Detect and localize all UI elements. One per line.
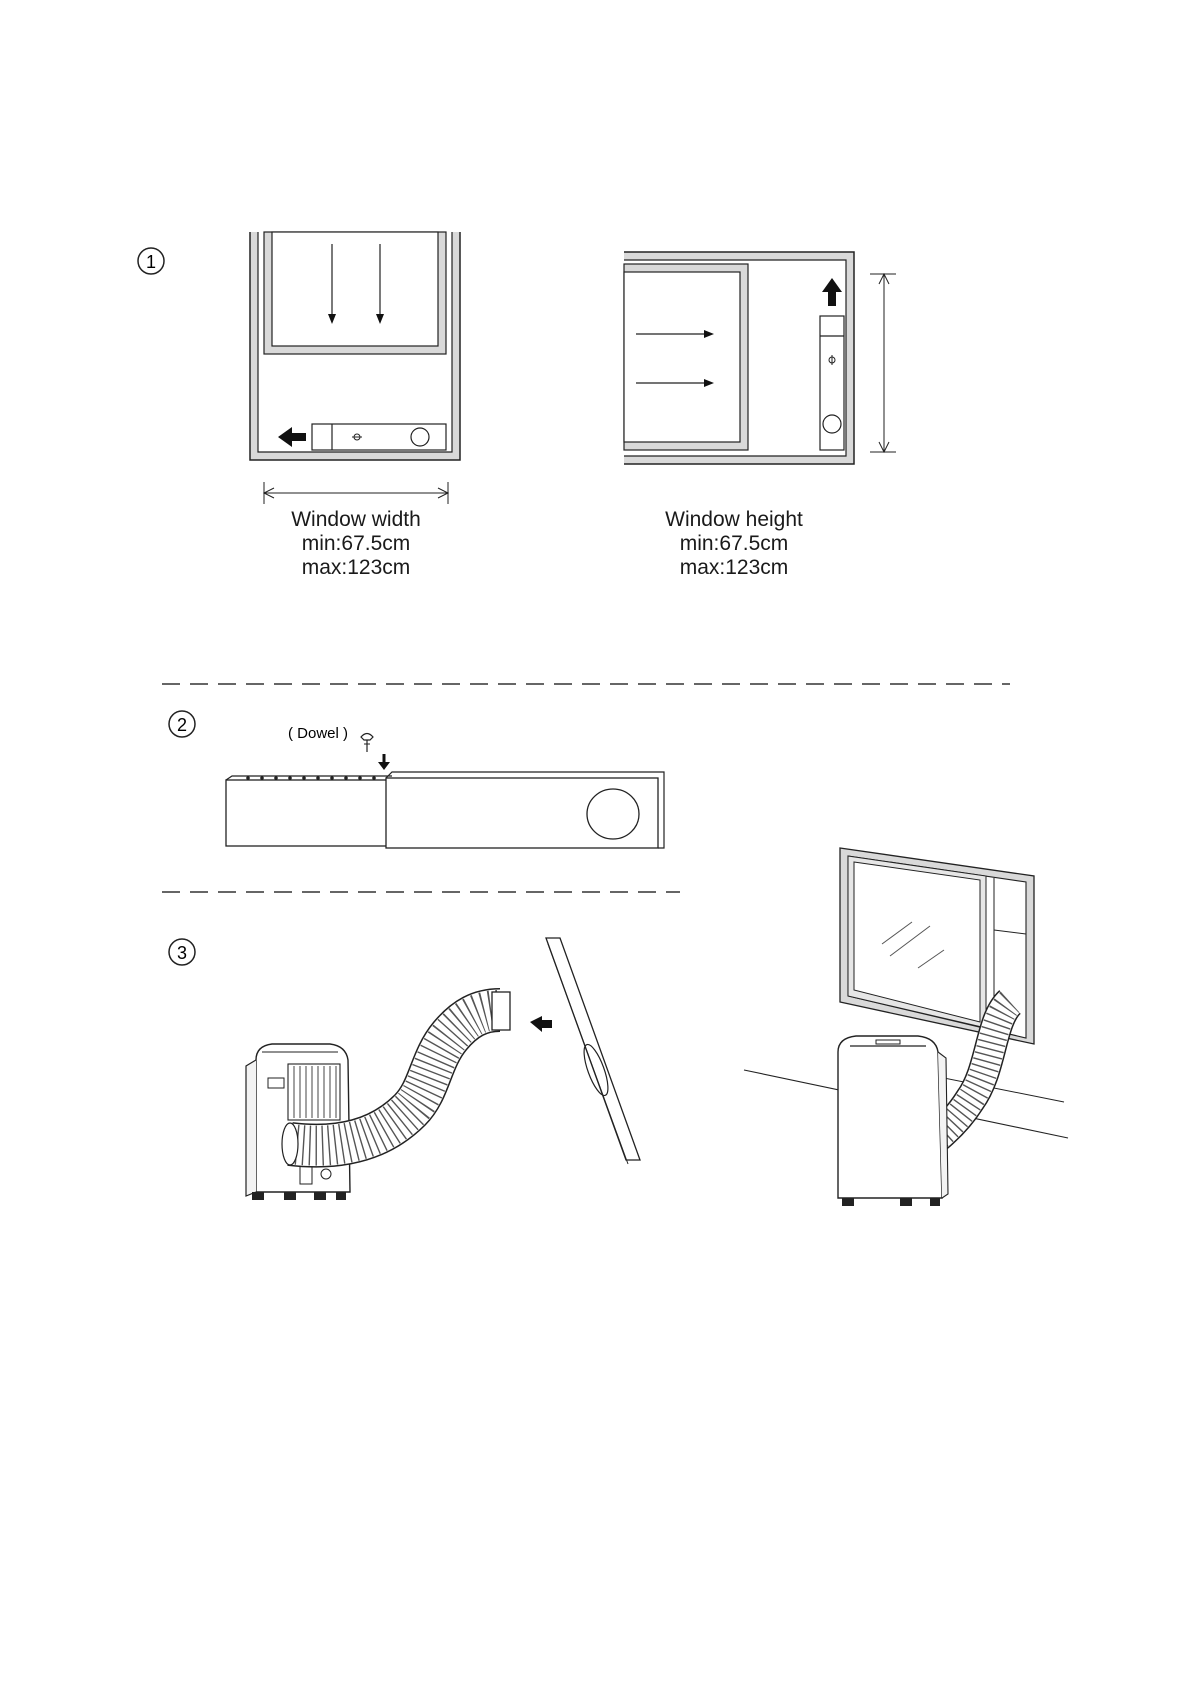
caster-wheels	[252, 1192, 346, 1200]
window-height-caption: Window height min:67.5cm max:123cm	[604, 508, 864, 580]
caster-wheels	[842, 1198, 940, 1206]
dowel-label: ( Dowel )	[288, 725, 348, 742]
portable-air-conditioner-rear	[246, 1044, 350, 1200]
step-1-number: 1	[146, 252, 156, 272]
step-2-marker: 2	[169, 711, 195, 737]
vertical-window-diagram	[250, 232, 460, 460]
window-width-caption: Window width min:67.5cm max:123cm	[226, 508, 486, 580]
window-slider-kit	[226, 772, 664, 848]
step-3-number: 3	[177, 943, 187, 963]
insert-down-arrow-icon	[378, 754, 390, 770]
step-2-number: 2	[177, 715, 187, 735]
step-3-marker: 3	[169, 939, 195, 965]
portable-air-conditioner-front	[838, 1036, 948, 1206]
dowel-icon	[361, 734, 373, 753]
window-width-label: Window width	[226, 508, 486, 532]
dowel-label-group: ( Dowel )	[288, 725, 390, 770]
window-width-max: max:123cm	[226, 556, 486, 580]
window-width-dimension	[264, 482, 448, 504]
installed-unit-scene	[744, 848, 1068, 1206]
window-height-min: min:67.5cm	[604, 532, 864, 556]
window-panel	[546, 938, 640, 1164]
window-height-max: max:123cm	[604, 556, 864, 580]
step-1-marker: 1	[138, 248, 164, 274]
dowel-holes	[246, 776, 376, 780]
horizontal-window-diagram	[624, 252, 854, 464]
window-height-label: Window height	[604, 508, 864, 532]
window-height-dimension	[870, 274, 896, 452]
window-width-min: min:67.5cm	[226, 532, 486, 556]
attach-arrow-icon	[530, 1016, 552, 1032]
